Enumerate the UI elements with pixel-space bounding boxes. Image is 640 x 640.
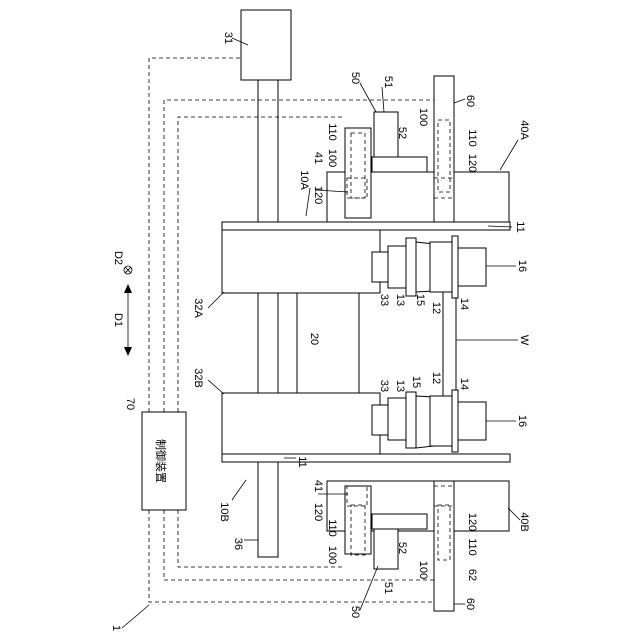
- label-100d: 100: [417, 561, 429, 579]
- control-device-label: 制御装置: [154, 439, 168, 483]
- label-110a: 110: [326, 123, 338, 141]
- label-40A: 40A: [518, 120, 530, 140]
- label-110b: 110: [466, 129, 478, 147]
- label-41a: 41: [312, 152, 324, 164]
- label-100a: 100: [417, 108, 429, 126]
- label-33a: 33: [378, 294, 390, 306]
- label-20: 20: [308, 333, 320, 345]
- label-120c: 120: [312, 503, 324, 521]
- motor-31: [241, 10, 291, 80]
- label-1: 1: [110, 625, 122, 631]
- label-50a: 50: [349, 72, 361, 84]
- label-120a: 120: [312, 186, 324, 204]
- label-62: 62: [466, 569, 478, 581]
- label-120d: 120: [466, 513, 478, 531]
- label-12a: 12: [430, 302, 442, 314]
- part-14-upper: [452, 236, 458, 298]
- part-15-upper: [406, 238, 416, 296]
- label-52a: 52: [396, 127, 408, 139]
- label-60a: 60: [464, 95, 476, 107]
- rail-11-bottom: [222, 454, 510, 462]
- label-16b: 16: [516, 415, 528, 427]
- label-41b: 41: [312, 480, 324, 492]
- part-52-lower: [372, 514, 427, 529]
- rail-11-top: [222, 222, 510, 230]
- column-100-upper-left: [345, 128, 371, 218]
- label-100c: 100: [326, 546, 338, 564]
- label-33b: 33: [378, 380, 390, 392]
- label-13a: 13: [394, 294, 406, 306]
- label-51b: 51: [382, 582, 394, 594]
- d1-arrow-head-up: [124, 284, 132, 293]
- label-11b: 11: [296, 456, 308, 467]
- part-33-upper: [372, 252, 388, 282]
- part-13-upper: [388, 246, 406, 288]
- label-36: 36: [232, 538, 244, 550]
- label-32B: 32B: [192, 368, 204, 388]
- label-100b: 100: [326, 149, 338, 167]
- label-10B: 10B: [218, 502, 230, 522]
- label-D1: D1: [112, 313, 124, 327]
- shaft-60-lower: [434, 481, 454, 611]
- label-32A: 32A: [192, 298, 204, 318]
- label-15b: 15: [410, 376, 422, 388]
- label-D2: D2: [112, 251, 124, 265]
- part-15-lower: [406, 392, 416, 448]
- motor-block-32B: [222, 393, 380, 454]
- roller-upper: [430, 242, 452, 292]
- label-120b: 120: [466, 154, 478, 172]
- label-14a: 14: [458, 298, 470, 310]
- label-14b: 14: [458, 378, 470, 390]
- part-51-upper: [374, 112, 398, 157]
- part-52-upper: [372, 157, 427, 172]
- label-50b: 50: [349, 606, 361, 618]
- part-33-lower: [372, 405, 388, 435]
- main-shaft: [258, 80, 278, 557]
- label-70: 70: [124, 398, 136, 410]
- part-14-lower: [452, 390, 458, 452]
- label-110d: 110: [466, 538, 478, 556]
- shaft-60-upper: [434, 76, 454, 222]
- label-13b: 13: [394, 380, 406, 392]
- part-16-upper: [458, 248, 486, 286]
- part-16-lower: [458, 402, 486, 440]
- label-60b: 60: [464, 598, 476, 610]
- shaft-20: [297, 293, 359, 393]
- label-15a: 15: [414, 294, 426, 306]
- part-51-lower: [374, 529, 398, 569]
- label-W: W: [518, 335, 530, 346]
- motor-block-32A: [222, 230, 380, 293]
- roller-lower: [430, 396, 452, 446]
- part-13-lower: [388, 398, 406, 440]
- label-52b: 52: [396, 542, 408, 554]
- label-40B: 40B: [518, 512, 530, 532]
- label-10A: 10A: [298, 170, 310, 190]
- d1-arrow-head-down: [124, 347, 132, 356]
- label-110c: 110: [326, 519, 338, 537]
- label-16a: 16: [516, 260, 528, 272]
- label-11a: 11: [514, 221, 526, 232]
- label-51a: 51: [382, 76, 394, 88]
- label-12b: 12: [430, 372, 442, 384]
- label-31: 31: [222, 32, 234, 44]
